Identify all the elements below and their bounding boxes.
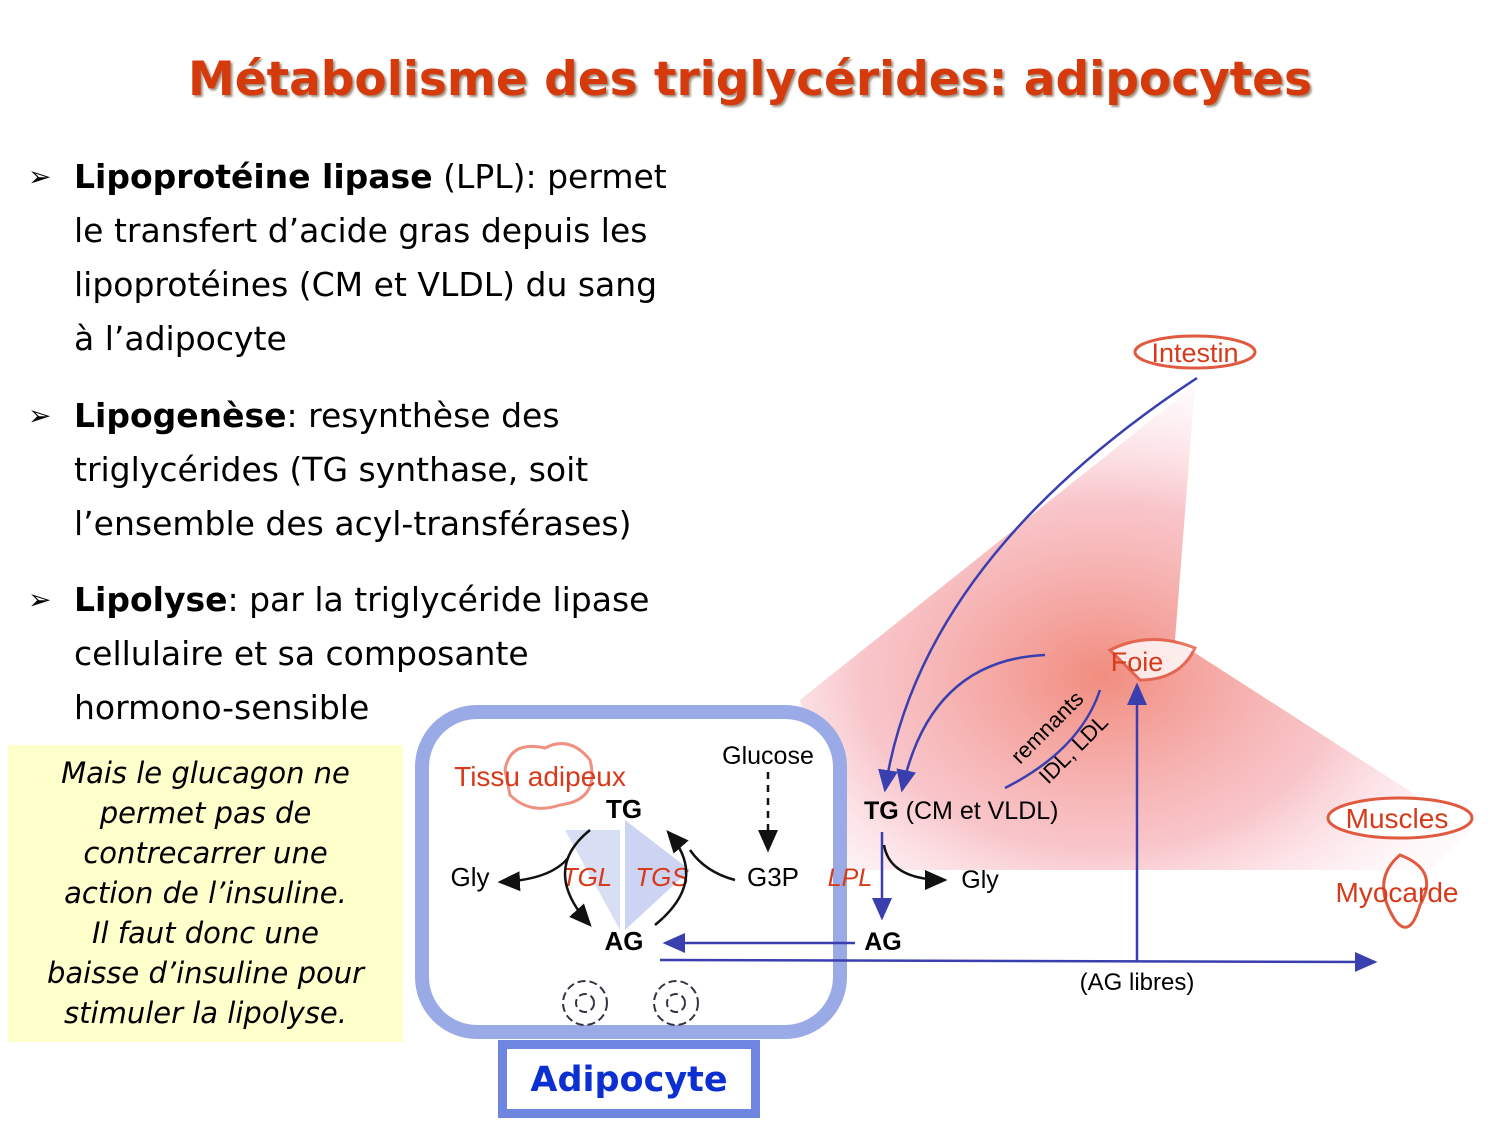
arrowhead-bullet-icon: ➢ [28,583,52,616]
blood-ag: AG [864,928,902,956]
note-line: Il faut donc une [91,916,320,950]
bullet-lpl: ➢ Lipoprotéine lipase (LPL): permet le t… [28,150,788,366]
arrowhead-bullet-icon: ➢ [28,160,52,193]
bullet-term: Lipoprotéine lipase [74,157,433,196]
cell-gly: Gly [451,862,490,892]
bullet-text: : par la triglycéride lipase [227,580,650,619]
g3p-arrow [688,849,736,882]
arrowhead-bullet-icon: ➢ [28,399,52,432]
bullet-text: cellulaire et sa composante [74,634,529,673]
ag-libres-arrow [659,951,1378,972]
slide-title: Métabolisme des triglycérides: adipocyte… [187,52,1313,107]
lpl-gly-arrow [882,844,948,890]
lipolysis-arrow [563,829,592,927]
bullet-text: à l’adipocyte [74,319,287,358]
bullet-text: le transfert d’acide gras depuis les [74,211,648,250]
bullet-lipolyse: ➢ Lipolyse: par la triglycéride lipase c… [28,573,788,735]
note-line: action de l’insuline. [64,876,347,910]
bullet-term: Lipolyse [74,580,228,619]
tissu-adipeux-organ: Tissu adipeux [454,742,626,810]
foie-to-tg-arrow [896,653,1046,793]
blood-gly: Gly [961,866,999,894]
muscles-label: Muscles [1346,803,1449,834]
bullet-text: : resynthèse des [286,396,560,435]
myocarde-organ: Myocarde [1336,853,1459,929]
cell-tg: TG [606,794,642,824]
cycle-shading [565,830,620,930]
glucose-label: Glucose [722,742,814,770]
bullet-text: lipoprotéines (CM et VLDL) du sang [74,265,658,304]
bullet-term: Lipogenèse [74,396,287,435]
note-line: Mais le glucagon ne [61,756,350,790]
ag-libres-label: (AG libres) [1080,969,1195,996]
bullet-text: hormono-sensible [74,688,370,727]
note-line: permet pas de [99,796,312,830]
tgs-enzyme: TGS [635,862,689,892]
adipocyte-label: Adipocyte [498,1040,760,1118]
intestin-organ: Intestin [1133,334,1257,370]
bullet-text: triglycérides (TG synthase, soit [74,450,589,489]
note-line: contrecarrer une [83,836,328,870]
intestin-to-tg-arrow [878,376,1198,793]
foie-label: Foie [1111,647,1164,677]
myocarde-label: Myocarde [1336,877,1459,908]
tgl-enzyme: TGL [562,862,613,892]
gly-release-arrow [497,857,569,892]
lipogenesis-arrow [654,830,689,926]
foie-organ: Foie [1107,638,1198,682]
note-line: stimuler la lipolyse. [64,996,347,1030]
cycle-shading [625,820,690,930]
tissu-adipeux-label: Tissu adipeux [454,761,626,792]
blood-tg-label: TG (CM et VLDL) [864,797,1058,825]
note-line: baisse d’insuline pour [46,956,365,990]
cell-ag: AG [605,926,644,956]
remnants-arrow [1004,689,1102,790]
g3p-label: G3P [747,862,799,892]
spiral-icon [562,980,699,1026]
note-box: Mais le glucagon ne permet pas de contre… [8,745,403,1042]
intestin-label: Intestin [1151,338,1238,368]
bullet-text: (LPL): permet [432,157,667,196]
blood-flow-area [800,385,1470,870]
muscles-organ: Muscles [1326,796,1474,840]
lpl-enzyme: LPL [828,864,872,892]
bullet-lipogenese: ➢ Lipogenèse: resynthèse des triglycérid… [28,389,788,551]
bullet-text: l’ensemble des acyl-transférases) [74,504,632,543]
